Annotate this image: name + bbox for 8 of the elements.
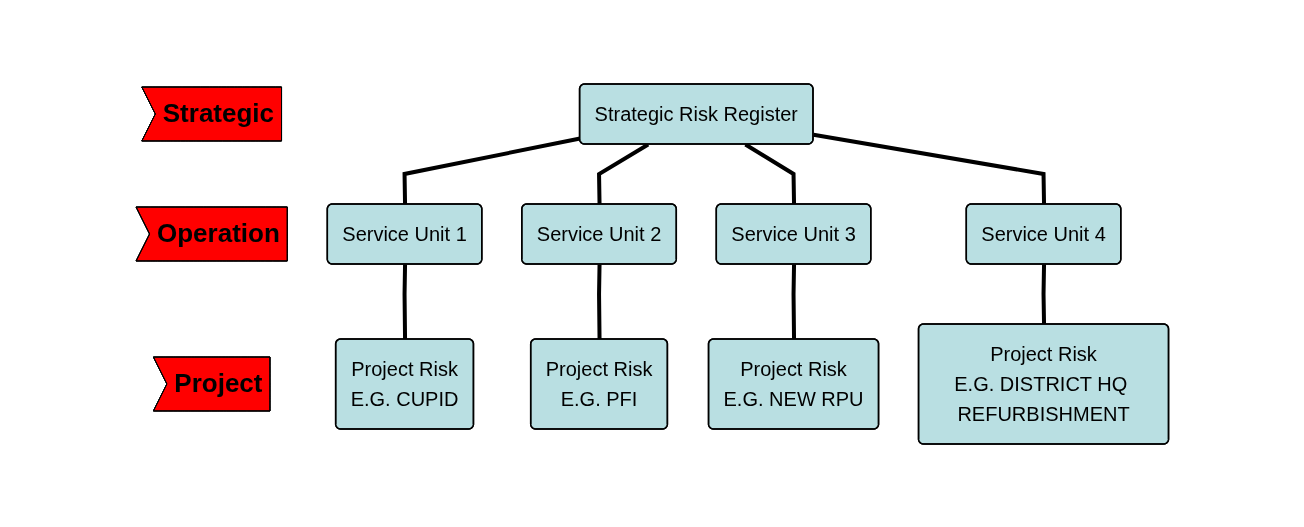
connector (791, 263, 796, 339)
connector (744, 142, 796, 205)
connector (596, 263, 602, 339)
connector (596, 142, 649, 204)
connector (812, 132, 1046, 205)
connector (402, 263, 407, 339)
connector (402, 136, 581, 205)
connector (1041, 263, 1046, 324)
